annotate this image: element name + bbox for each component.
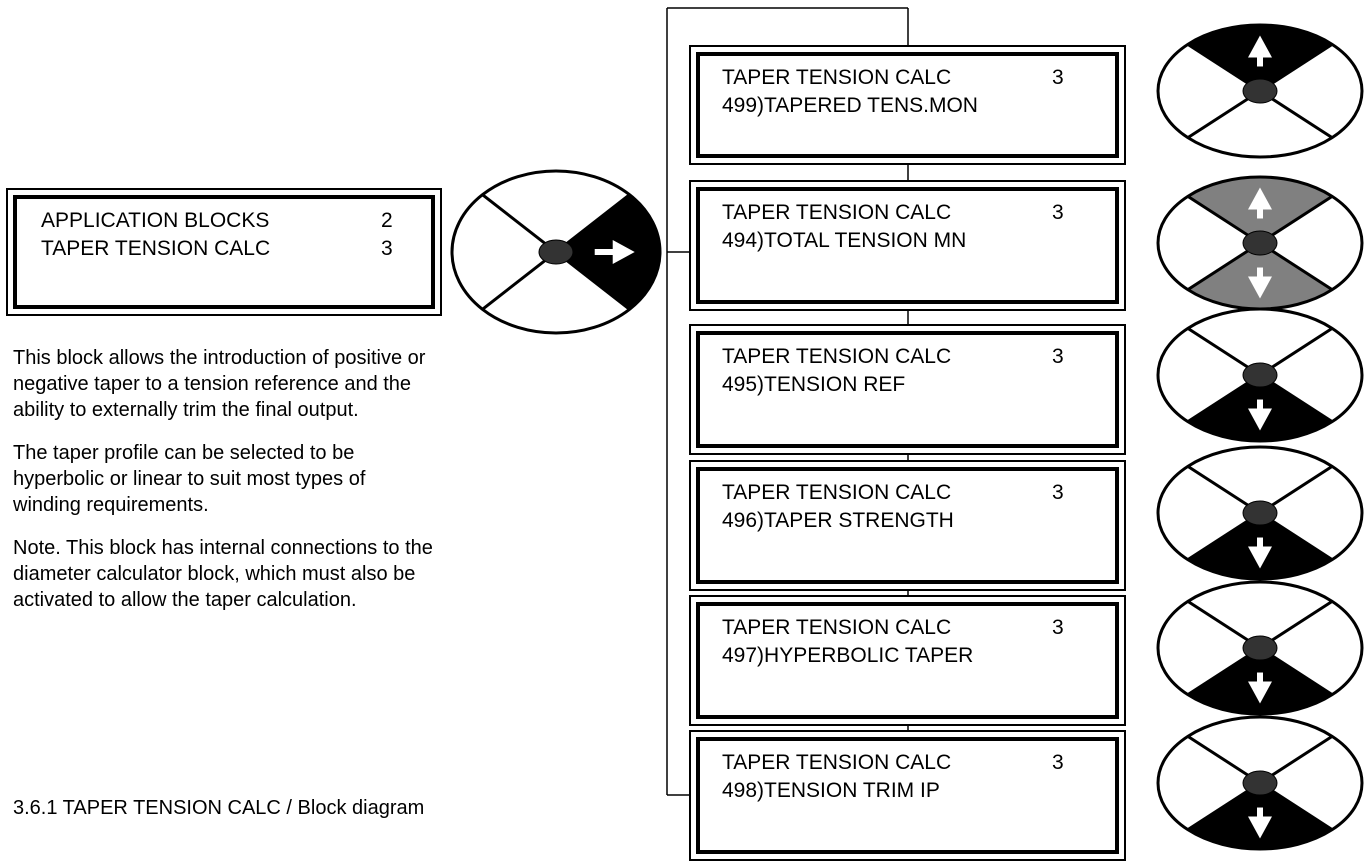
param-lcd: TAPER TENSION CALC 3 494)TOTAL TENSION MN (689, 180, 1126, 311)
arrow-up-stem (1257, 56, 1263, 67)
param-lcd: TAPER TENSION CALC 3 498)TENSION TRIM IP (689, 730, 1126, 861)
lcd-line-2: 496)TAPER STRENGTH (722, 507, 1101, 535)
param-display: TAPER TENSION CALC 3 495)TENSION REF (696, 331, 1119, 448)
param-name: 495)TENSION REF (722, 373, 906, 396)
arrow-down-stem (1257, 672, 1263, 683)
center-key (1242, 78, 1278, 104)
menu-title: APPLICATION BLOCKS (41, 209, 270, 232)
keypad-icon (1156, 580, 1364, 716)
lcd-line-1: TAPER TENSION CALC 3 (722, 479, 1101, 507)
keypad-icon (1156, 175, 1364, 311)
description-paragraph-3: Note. This block has internal connection… (13, 537, 433, 611)
param-display: TAPER TENSION CALC 3 497)HYPERBOLIC TAPER (696, 602, 1119, 719)
keypad-outline (450, 169, 662, 335)
lcd-line-1: TAPER TENSION CALC 3 (722, 343, 1101, 371)
arrow-up-icon (1248, 35, 1272, 58)
lcd-line-1: TAPER TENSION CALC 3 (722, 199, 1101, 227)
arrow-up-icon (1248, 187, 1272, 210)
param-display: TAPER TENSION CALC 3 499)TAPERED TENS.MON (696, 52, 1119, 158)
param-block-title: TAPER TENSION CALC (722, 616, 952, 639)
lcd-line-2: TAPER TENSION CALC 3 (41, 235, 417, 263)
description-paragraph-1: This block allows the introduction of po… (13, 347, 426, 421)
param-level: 3 (1052, 345, 1064, 368)
param-display: TAPER TENSION CALC 3 498)TENSION TRIM IP (696, 737, 1119, 854)
param-block-title: TAPER TENSION CALC (722, 201, 952, 224)
param-level: 3 (1052, 616, 1064, 639)
lcd-line-1: TAPER TENSION CALC 3 (722, 614, 1101, 642)
param-level: 3 (1052, 751, 1064, 774)
param-name: 499)TAPERED TENS.MON (722, 94, 978, 117)
keypad-icon (1156, 445, 1364, 581)
param-lcd: TAPER TENSION CALC 3 497)HYPERBOLIC TAPER (689, 595, 1126, 726)
param-lcd: TAPER TENSION CALC 3 499)TAPERED TENS.MON (689, 45, 1126, 165)
keypad-outline (1156, 580, 1364, 716)
arrow-down-icon (1248, 816, 1272, 839)
connector-lines (666, 7, 909, 796)
arrow-right-icon (612, 240, 635, 264)
arrow-down-icon (1248, 276, 1272, 299)
param-display: TAPER TENSION CALC 3 494)TOTAL TENSION MN (696, 187, 1119, 304)
param-name: 496)TAPER STRENGTH (722, 509, 954, 532)
lcd-line-2: 498)TENSION TRIM IP (722, 777, 1101, 805)
lcd-line-1: TAPER TENSION CALC 3 (722, 64, 1101, 92)
keypad-icon (1156, 307, 1364, 443)
center-key (1242, 230, 1278, 256)
param-block-title: TAPER TENSION CALC (722, 66, 952, 89)
arrow-right-stem (594, 249, 614, 255)
lcd-line-2: 494)TOTAL TENSION MN (722, 227, 1101, 255)
keypad-icon (1156, 715, 1364, 851)
param-lcd: TAPER TENSION CALC 3 496)TAPER STRENGTH (689, 460, 1126, 591)
keypad-icon (450, 169, 662, 335)
param-block-title: TAPER TENSION CALC (722, 751, 952, 774)
arrow-down-stem (1257, 399, 1263, 410)
description-paragraph-2: The taper profile can be selected to be … (13, 442, 366, 516)
param-name: 494)TOTAL TENSION MN (722, 229, 967, 252)
arrow-down-stem (1257, 537, 1263, 548)
param-level: 3 (1052, 481, 1064, 504)
keypad-outline (1156, 715, 1364, 851)
block-title: TAPER TENSION CALC (41, 237, 271, 260)
arrow-down-stem (1257, 807, 1263, 818)
center-key (1242, 770, 1278, 796)
param-display: TAPER TENSION CALC 3 496)TAPER STRENGTH (696, 467, 1119, 584)
keypad-icon (1156, 23, 1364, 159)
keypad-outline (1156, 23, 1364, 159)
center-key (538, 239, 574, 265)
param-block-title: TAPER TENSION CALC (722, 345, 952, 368)
center-key (1242, 362, 1278, 388)
arrow-down-icon (1248, 681, 1272, 704)
center-key (1242, 635, 1278, 661)
lcd-line-1: APPLICATION BLOCKS 2 (41, 207, 417, 235)
param-level: 3 (1052, 66, 1064, 89)
keypad-outline (1156, 445, 1364, 581)
block-level: 3 (381, 237, 393, 260)
menu-level: 2 (381, 209, 393, 232)
section-heading: 3.6.1 TAPER TENSION CALC / Block diagram (13, 797, 425, 819)
menu-entry-lcd: APPLICATION BLOCKS 2 TAPER TENSION CALC 3 (6, 188, 442, 316)
keypad-outline (1156, 307, 1364, 443)
param-lcd: TAPER TENSION CALC 3 495)TENSION REF (689, 324, 1126, 455)
lcd-line-1: TAPER TENSION CALC 3 (722, 749, 1101, 777)
lcd-line-2: 497)HYPERBOLIC TAPER (722, 642, 1101, 670)
param-name: 498)TENSION TRIM IP (722, 779, 940, 802)
menu-entry-display: APPLICATION BLOCKS 2 TAPER TENSION CALC 3 (13, 195, 435, 309)
lcd-line-2: 495)TENSION REF (722, 371, 1101, 399)
lcd-line-2: 499)TAPERED TENS.MON (722, 92, 1101, 120)
param-level: 3 (1052, 201, 1064, 224)
arrow-up-stem (1257, 208, 1263, 219)
param-block-title: TAPER TENSION CALC (722, 481, 952, 504)
arrow-down-icon (1248, 546, 1272, 569)
arrow-down-icon (1248, 408, 1272, 431)
center-key (1242, 500, 1278, 526)
param-name: 497)HYPERBOLIC TAPER (722, 644, 974, 667)
arrow-down-stem (1257, 267, 1263, 278)
